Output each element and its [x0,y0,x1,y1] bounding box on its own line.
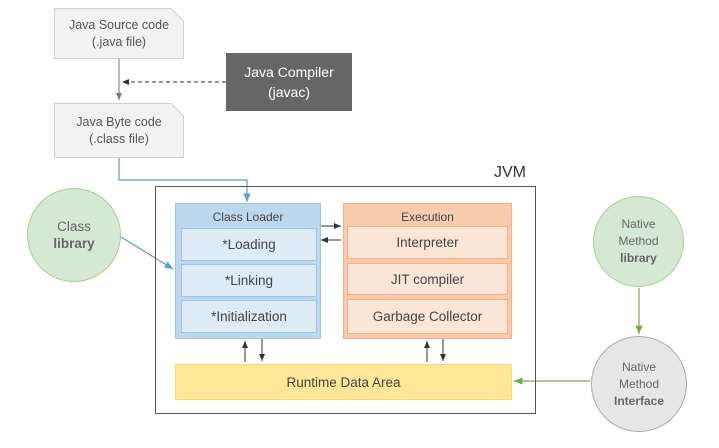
execution-item-garbage-collector: Garbage Collector [347,299,508,334]
class-loader-item-initialization: *Initialization [181,300,317,333]
class-library-circle: Class library [27,188,121,282]
native-interface-line2: Method [618,376,660,391]
java-compiler-box: Java Compiler (javac) [226,53,352,111]
bytecode-doc-line2: (.class file) [89,131,149,146]
runtime-data-area: Runtime Data Area [175,364,512,400]
java-source-doc: Java Source code (.java file) [54,8,184,59]
class-library-line2: library [53,236,95,251]
class-library-line1: Class [57,219,91,234]
jvm-frame [155,186,536,414]
native-interface-line1: Native [621,359,656,374]
compiler-line1: Java Compiler [244,64,334,80]
native-library-line3: library [620,251,657,265]
execution-item-jit-compiler: JIT compiler [347,263,508,295]
bytecode-doc-line1: Java Byte code [76,114,162,129]
class-loader-title: Class Loader [212,210,284,224]
native-library-line1: Native [621,217,656,231]
document-shape [54,103,184,158]
execution-title: Execution [401,210,454,224]
class-loader-item-loading: *Loading [181,228,317,261]
source-doc-line1: Java Source code [68,17,170,32]
execution-item-interpreter: Interpreter [347,226,508,259]
jvm-label: JVM [494,164,526,181]
class-loader-item-linking: *Linking [181,264,317,297]
java-bytecode-doc: Java Byte code (.class file) [54,103,184,158]
document-shape [54,8,184,59]
native-library-line2: Method [618,234,659,248]
source-doc-line2: (.java file) [91,34,147,49]
compiler-line2: (javac) [267,84,310,100]
native-method-library-circle: Native Method library [593,196,684,287]
native-method-interface-circle: Native Method Interface [591,336,687,432]
native-interface-line3: Interface [613,393,665,408]
